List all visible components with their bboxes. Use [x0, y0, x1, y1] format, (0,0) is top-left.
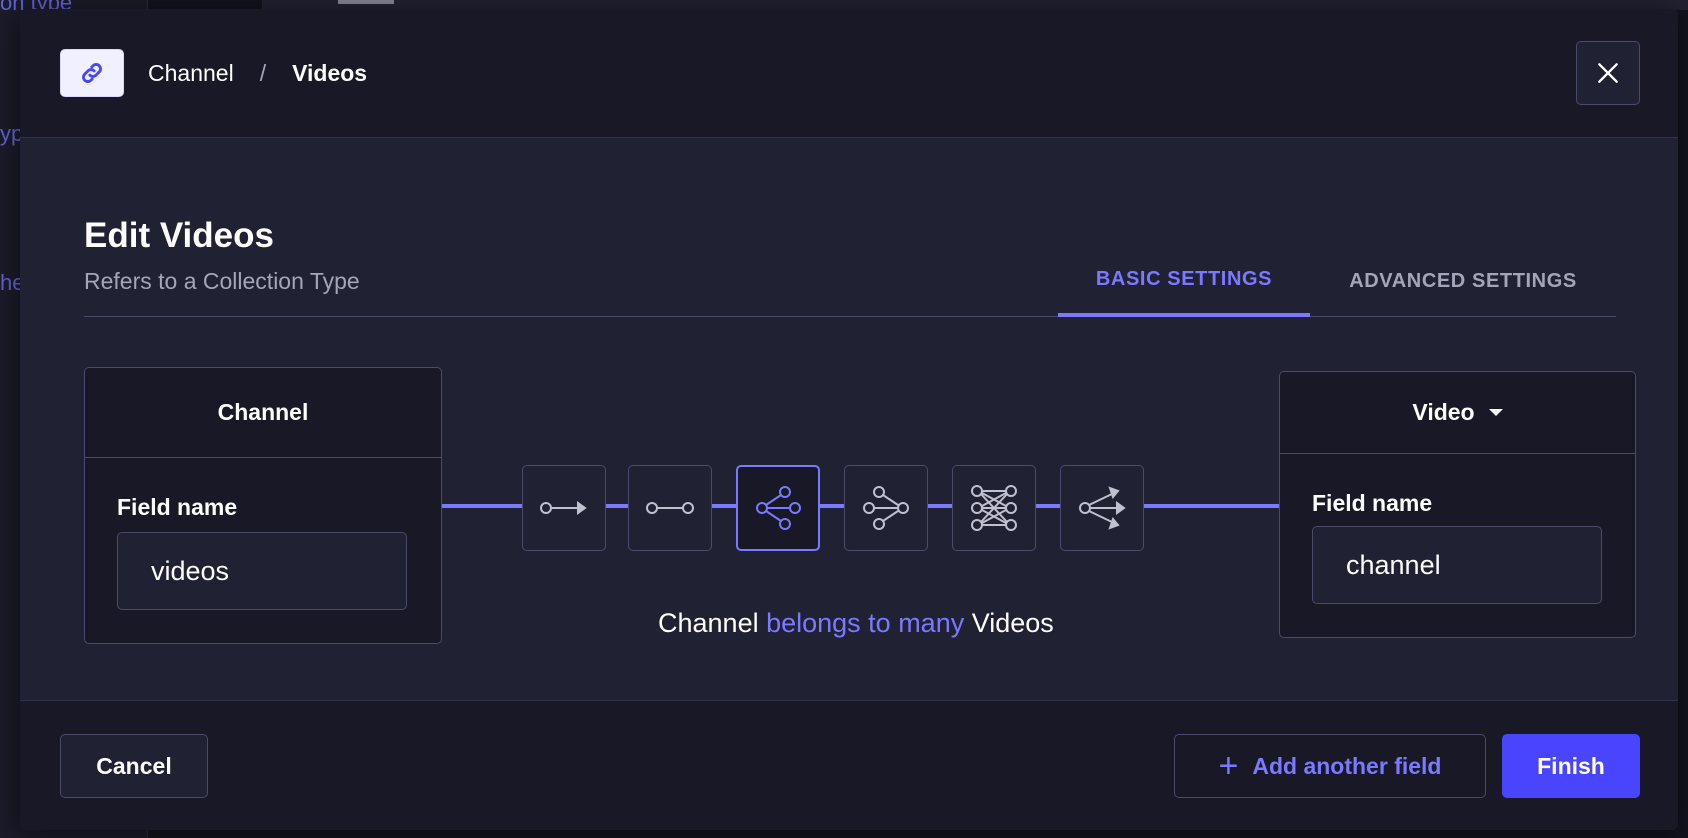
target-content-type-box: Video Field name — [1279, 371, 1636, 638]
relation-connector-line — [818, 504, 844, 508]
source-content-type-title: Channel — [85, 368, 441, 458]
page-subtitle: Refers to a Collection Type — [84, 268, 360, 294]
target-content-type-select[interactable]: Video — [1280, 372, 1635, 454]
add-another-field-button[interactable]: + Add another field — [1174, 734, 1486, 798]
target-content-type-title: Video — [1412, 399, 1475, 425]
caret-down-icon — [1488, 409, 1503, 416]
source-content-type-box: Channel Field name — [84, 367, 442, 644]
target-field-name-label: Field name — [1312, 490, 1433, 516]
one-to-many-icon — [756, 486, 801, 530]
has-many-icon — [1079, 486, 1126, 530]
tab-advanced-settings[interactable]: ADVANCED SETTINGS — [1349, 270, 1577, 292]
relation-one-to-many-button[interactable] — [736, 465, 820, 551]
add-another-field-label: Add another field — [1252, 752, 1442, 779]
relation-connector-line — [442, 504, 522, 508]
relation-description: Channel belongs to many Videos — [658, 608, 1054, 639]
source-field-name-input[interactable] — [117, 532, 407, 610]
breadcrumb-separator: / — [259, 59, 267, 86]
modal-footer: Cancel + Add another field Finish — [20, 700, 1678, 830]
edit-relation-modal: Channel / Videos Edit Videos Refers to a… — [20, 9, 1678, 830]
modal-body: Edit Videos Refers to a Collection Type … — [84, 138, 1636, 708]
breadcrumb: Channel / Videos — [148, 60, 367, 87]
relation-subject: Channel — [658, 608, 759, 638]
modal-header: Channel / Videos — [20, 9, 1678, 138]
tabs-divider — [84, 316, 1616, 317]
relation-many-to-many-button[interactable] — [952, 465, 1036, 551]
relation-one-to-one-button[interactable] — [628, 465, 712, 551]
relation-connector-line — [604, 504, 628, 508]
background-tab-indicator — [338, 0, 394, 4]
source-field-name-label: Field name — [117, 494, 238, 520]
relation-has-one-button[interactable] — [522, 465, 606, 551]
relation-object: Videos — [971, 608, 1054, 638]
relation-verb: belongs to many — [766, 608, 965, 638]
breadcrumb-item-videos: Videos — [292, 59, 368, 86]
link-icon — [60, 49, 124, 97]
page-title: Edit Videos — [84, 216, 274, 255]
plus-icon: + — [1218, 747, 1239, 785]
cancel-button[interactable]: Cancel — [60, 734, 208, 798]
relation-many-to-one-button[interactable] — [844, 465, 928, 551]
has-one-icon — [540, 501, 587, 515]
relation-connector-line — [926, 504, 952, 508]
close-button[interactable] — [1576, 41, 1640, 105]
many-to-many-icon — [971, 485, 1017, 531]
background-sidebar-text: yp — [0, 121, 24, 146]
target-field-name-input[interactable] — [1312, 526, 1602, 604]
finish-button[interactable]: Finish — [1502, 734, 1640, 798]
relation-connector-line — [1034, 504, 1060, 508]
one-to-one-icon — [646, 502, 694, 514]
close-icon — [1598, 63, 1618, 83]
tab-basic-settings[interactable]: BASIC SETTINGS — [1058, 246, 1310, 317]
relation-has-many-button[interactable] — [1060, 465, 1144, 551]
breadcrumb-item-channel: Channel — [148, 59, 234, 86]
many-to-one-icon — [863, 486, 909, 530]
background-header — [262, 0, 1688, 10]
relation-connector-line — [710, 504, 736, 508]
relation-connector-line — [1142, 504, 1280, 508]
